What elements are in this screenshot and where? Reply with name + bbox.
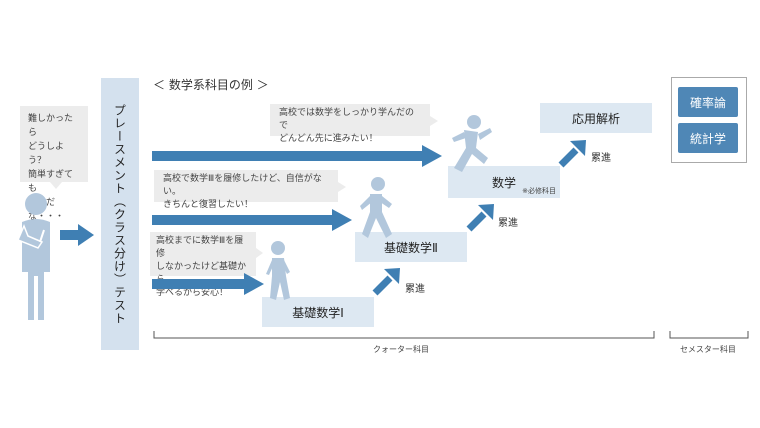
striding-student-icon [360,177,392,238]
bubble-line: 高校までに数学Ⅲを履修 [156,236,244,259]
track-arrow-review [152,209,352,231]
quarter-label: クォーター科目 [373,345,429,354]
thinking-student-icon [17,193,50,320]
bubble-line: どんどん先に進みたい！ [279,134,378,144]
section-title: ＜ 数学系科目の例 ＞ [153,78,269,92]
course-label: 応用解析 [571,111,620,126]
track-arrow-advanced [152,145,442,167]
student-bubble-line: 難しかったら [28,114,74,138]
semester-label: セメスター科目 [680,345,736,354]
step-arrow-3 [558,140,586,168]
course-label: 基礎数学Ⅰ [292,305,344,320]
semester-bracket [669,331,749,339]
course-oyo-kaiseki: 応用解析 [540,103,652,133]
semester-panel [671,77,747,163]
quarter-bracket [153,331,655,339]
bubble-line: 高校では数学をしっかり学んだので [279,108,415,131]
course-label: 数学 [491,175,516,190]
course-sugaku: 数学 ※必修科目 [448,166,560,198]
to-placement-arrow [60,224,94,246]
speech-bubble-basic: 高校までに数学Ⅲを履修 しなかったけど基礎から 学べるから安心！ [150,232,263,298]
course-label: 基礎数学Ⅱ [384,240,438,255]
step-label: 累進 [498,218,518,229]
course-kakuritsuron: 確率論 [678,87,738,117]
bubble-line: 学べるから安心！ [156,288,229,298]
step-label: 累進 [405,284,425,295]
step-label: 累進 [591,153,611,164]
walking-student-icon [266,241,290,300]
running-student-icon [452,115,492,172]
step-arrow-2 [466,204,494,232]
course-kiso-sugaku-2: 基礎数学Ⅱ [355,232,467,262]
speech-bubble-advanced: 高校では数学をしっかり学んだので どんどん先に進みたい！ [270,104,438,144]
course-kiso-sugaku-1: 基礎数学Ⅰ [262,297,374,327]
course-tokeigaku: 統計学 [678,123,738,153]
bubble-line: 高校で数学Ⅲを履修したけど、自信がない。 [163,174,322,197]
speech-bubble-review: 高校で数学Ⅲを履修したけど、自信がない。 きちんと復習したい！ [154,170,346,210]
bubble-line: きちんと復習したい！ [163,200,254,210]
track-arrow-basic [152,273,264,295]
placement-test-box: プレースメント（クラス分け）テスト [101,78,139,350]
student-thought-bubble: 難しかったら どうしよう？ 簡単すぎても いやだな・・・ [20,106,88,222]
required-note: ※必修科目 [522,187,556,195]
student-bubble-line: 簡単すぎても [28,170,74,194]
placement-test-label: プレースメント（クラス分け）テスト [112,103,127,325]
step-arrow-1 [372,268,400,296]
student-bubble-line: どうしよう？ [28,142,65,166]
